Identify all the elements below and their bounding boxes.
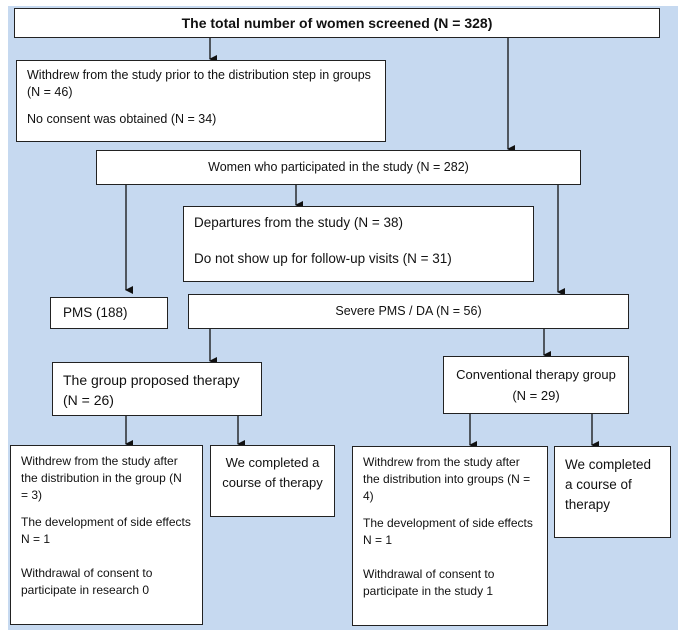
conventional-group-label: Conventional therapy group (N = 29) [456, 367, 616, 403]
severe-box: Severe PMS / DA (N = 56) [188, 294, 629, 329]
participated-label: Women who participated in the study (N =… [208, 160, 469, 174]
pms-box: PMS (188) [50, 297, 168, 329]
left-withdrew-line3: Withdrawal of consent to participate in … [21, 566, 153, 597]
left-completed-box: We completed a course of therapy [210, 445, 335, 517]
proposed-group-box: The group proposed therapy (N = 26) [52, 362, 262, 416]
left-withdrew-line2: The development of side effects N = 1 [21, 515, 191, 546]
right-withdrew-line1: Withdrew from the study after the distri… [363, 455, 531, 503]
withdrew-prior-line2: No consent was obtained (N = 34) [27, 112, 217, 126]
right-withdrew-line2: The development of side effects N = 1 [363, 516, 533, 547]
left-completed-label: We completed a course of therapy [222, 455, 323, 490]
departures-line2: Do not show up for follow-up visits (N =… [194, 251, 452, 266]
withdrew-prior-line1: Withdrew from the study prior to the dis… [27, 68, 371, 99]
left-withdrew-line1: Withdrew from the study after the distri… [21, 454, 182, 502]
right-withdrew-box: Withdrew from the study after the distri… [352, 446, 548, 626]
withdrew-prior-box: Withdrew from the study prior to the dis… [16, 60, 386, 142]
departures-box: Departures from the study (N = 38) Do no… [183, 206, 534, 282]
participated-box: Women who participated in the study (N =… [96, 150, 581, 185]
proposed-group-label: The group proposed therapy (N = 26) [63, 372, 240, 408]
screened-box: The total number of women screened (N = … [14, 8, 660, 38]
right-withdrew-line3: Withdrawal of consent to participate in … [363, 567, 495, 598]
left-withdrew-box: Withdrew from the study after the distri… [10, 445, 203, 625]
screened-label: The total number of women screened (N = … [181, 15, 493, 31]
departures-line1: Departures from the study (N = 38) [194, 215, 403, 230]
conventional-group-box: Conventional therapy group (N = 29) [443, 356, 629, 414]
severe-label: Severe PMS / DA (N = 56) [335, 304, 482, 318]
pms-label: PMS (188) [63, 305, 128, 320]
right-completed-label: We completed a course of therapy [565, 457, 652, 512]
right-completed-box: We completed a course of therapy [554, 446, 671, 538]
